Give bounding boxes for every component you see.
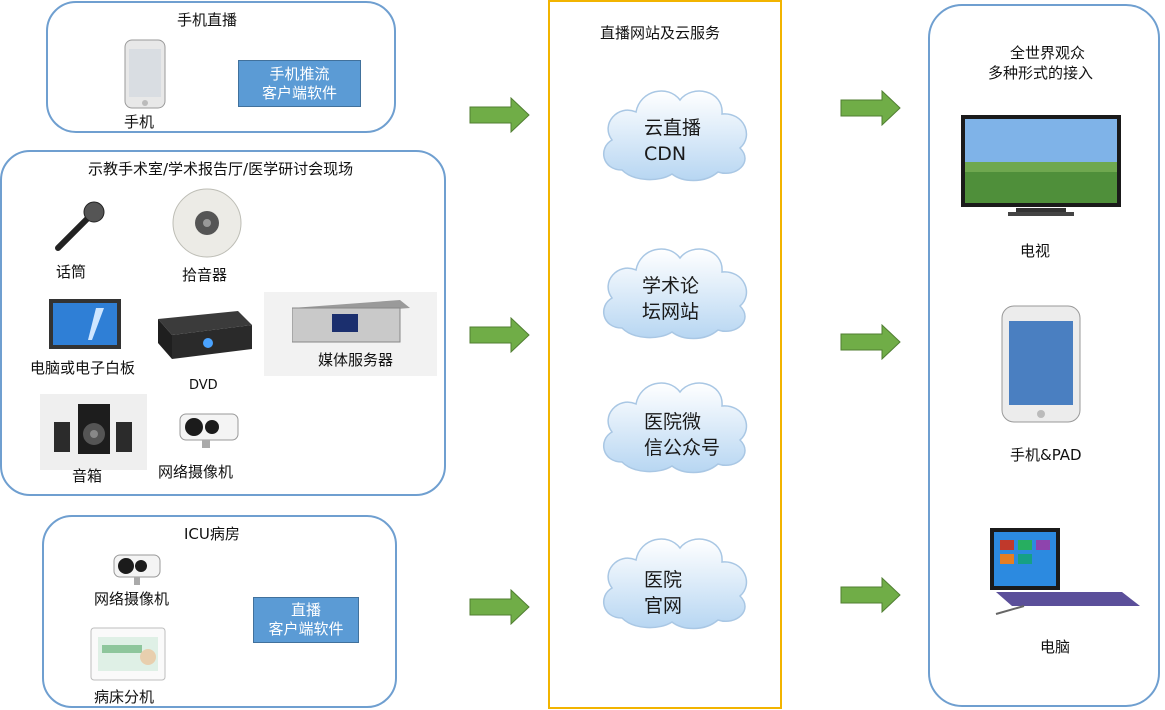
bedside-label: 病床分机	[94, 688, 155, 706]
live-client-box: 直播 客户端软件	[253, 597, 359, 643]
dvd-player-icon	[158, 311, 252, 359]
tv-icon	[961, 115, 1121, 216]
cloud-icon: 医院 官网	[602, 538, 748, 630]
dvd-label: DVD	[189, 378, 218, 393]
speaker-icon	[54, 404, 132, 454]
audience-title-line2: 多种形式的接入	[988, 64, 1094, 82]
cloud3-line1: 医院微	[644, 411, 701, 433]
pickup-label: 拾音器	[182, 266, 228, 284]
icu-panel: ICU病房 网络摄像机 病床分机 直播 客户端软件	[42, 515, 397, 708]
media-server-label: 媒体服务器	[318, 351, 394, 369]
live-box-line1: 直播	[290, 601, 321, 619]
live-box-line2: 客户端软件	[268, 620, 344, 638]
cloud-icon: 学术论 坛网站	[602, 248, 748, 340]
phone-pad-label: 手机&PAD	[1010, 446, 1082, 464]
arrow-right-icon	[469, 97, 530, 133]
cloud1-line2: CDN	[644, 143, 686, 165]
phone-label: 手机	[124, 113, 155, 131]
icu-title: ICU病房	[184, 525, 240, 543]
tv-label: 电视	[1020, 242, 1051, 260]
push-box-line2: 客户端软件	[261, 83, 337, 102]
cloud-icon: 云直播 CDN	[602, 90, 748, 182]
pickup-icon	[172, 188, 242, 258]
icu-camera-icon	[113, 554, 161, 585]
venue-camera-label: 网络摄像机	[158, 463, 234, 481]
smartphone-icon	[124, 39, 166, 109]
pc-label: 电脑	[1040, 638, 1071, 656]
laptop-icon	[990, 528, 1140, 615]
speaker-label: 音箱	[72, 467, 103, 485]
center-title: 直播网站及云服务	[600, 24, 721, 42]
mic-label: 话筒	[56, 263, 87, 281]
pc-whiteboard-label: 电脑或电子白板	[30, 359, 136, 377]
icu-camera-label: 网络摄像机	[94, 590, 170, 608]
audience-title-line1: 全世界观众	[1010, 44, 1086, 62]
phone-live-panel: 手机直播 手机 手机推流 客户端软件	[46, 1, 396, 133]
cloud4-line2: 官网	[644, 595, 682, 617]
cloud2-line1: 学术论	[642, 275, 699, 297]
microphone-icon	[55, 201, 105, 251]
cloud-services-box	[548, 0, 782, 709]
media-server-icon	[292, 300, 410, 343]
arrow-right-icon	[840, 90, 901, 126]
arrow-right-icon	[469, 317, 530, 353]
monitor-icon	[49, 299, 121, 349]
cloud2-line2: 坛网站	[642, 301, 699, 323]
cloud4-line1: 医院	[644, 569, 682, 591]
venue-title: 示教手术室/学术报告厅/医学研讨会现场	[88, 160, 354, 178]
cloud1-line1: 云直播	[644, 117, 701, 139]
venue-panel: 示教手术室/学术报告厅/医学研讨会现场 话筒 拾音器 电脑或电子白板 DVD 媒…	[0, 150, 446, 496]
audience-panel: 全世界观众 多种形式的接入 电视 手机&PAD 电脑	[928, 4, 1160, 707]
cloud-icon: 医院微 信公众号	[602, 382, 748, 474]
network-camera-icon	[179, 413, 239, 448]
smartphone-icon	[1001, 305, 1081, 423]
arrow-right-icon	[840, 324, 901, 360]
arrow-right-icon	[469, 589, 530, 625]
phone-live-title: 手机直播	[177, 11, 238, 29]
push-box-line1: 手机推流	[269, 64, 330, 83]
arrow-right-icon	[840, 577, 901, 613]
cloud3-line2: 信公众号	[644, 437, 720, 459]
push-client-box: 手机推流 客户端软件	[238, 60, 361, 107]
bedside-terminal-icon	[90, 627, 166, 681]
